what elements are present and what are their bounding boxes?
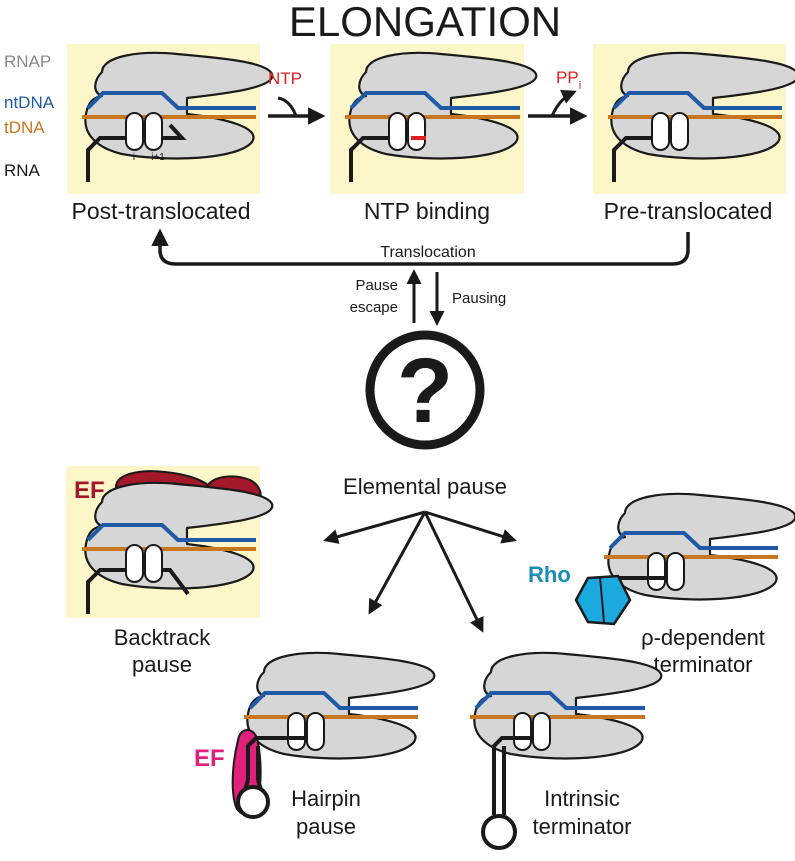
translocation-label: Translocation bbox=[380, 244, 475, 261]
pre-ntdna-strand bbox=[612, 91, 782, 110]
backtrack-rna-strand bbox=[86, 568, 190, 614]
diagram-title: ELONGATION bbox=[289, 0, 561, 45]
ntp-ntdna-strand bbox=[349, 91, 520, 110]
state-pre-translocated: Pre-translocated bbox=[604, 198, 773, 224]
translocation-loop bbox=[151, 228, 690, 266]
backtrack-label-2: pause bbox=[132, 652, 192, 677]
backtrack-ntdna-strand bbox=[86, 523, 256, 542]
state-ntp-binding: NTP binding bbox=[364, 198, 490, 224]
hairpin-ntdna-strand bbox=[248, 691, 418, 710]
site-i-label: i bbox=[133, 152, 135, 163]
backtrack-ef-label: EF bbox=[74, 477, 105, 504]
hairpin-label-2: pause bbox=[296, 814, 356, 839]
intrinsic-label-1: Intrinsic bbox=[544, 786, 620, 811]
pause-escape-label-1: Pause bbox=[355, 277, 398, 294]
post-translocated-complex: i i+1 bbox=[67, 44, 274, 194]
hairpin-ef-label: EF bbox=[194, 745, 225, 772]
rho-ntdna-strand bbox=[608, 531, 778, 550]
rho-label: Rho bbox=[528, 562, 571, 587]
ntp-entry-curve bbox=[277, 96, 298, 117]
ppi-label: PPi bbox=[556, 68, 581, 92]
ppi-exit-curve bbox=[550, 89, 577, 117]
post-ntdna-strand bbox=[86, 91, 256, 110]
pre-translocated-complex bbox=[593, 44, 795, 194]
hairpin-loop bbox=[236, 785, 270, 819]
pause-escape-label-2: escape bbox=[350, 299, 398, 316]
rho-terminator-complex bbox=[574, 492, 795, 626]
hairpin-pause-complex bbox=[231, 651, 436, 819]
rho-terminator-label-1: ρ-dependent bbox=[641, 625, 765, 650]
hairpin-label-1: Hairpin bbox=[291, 786, 361, 811]
legend-rnap: RNAP bbox=[4, 52, 51, 71]
intrinsic-rna-strand bbox=[492, 736, 530, 815]
outcome-arrows bbox=[323, 510, 517, 633]
elemental-pause-label: Elemental pause bbox=[343, 474, 507, 499]
intrinsic-ntdna-strand bbox=[474, 691, 645, 710]
ntp-binding-complex bbox=[330, 44, 538, 194]
ntp-label: NTP bbox=[268, 69, 302, 88]
ntp-rna-strand bbox=[349, 136, 398, 182]
intrinsic-hairpin-loop bbox=[481, 814, 517, 850]
site-i1-label: i+1 bbox=[151, 152, 165, 163]
intrinsic-terminator-complex bbox=[470, 651, 663, 850]
question-circle bbox=[365, 330, 485, 450]
backtrack-label-1: Backtrack bbox=[114, 625, 212, 650]
rho-terminator-label-2: terminator bbox=[653, 652, 752, 677]
intrinsic-label-2: terminator bbox=[532, 814, 631, 839]
state-post-translocated: Post-translocated bbox=[72, 198, 251, 224]
backtrack-pause-complex bbox=[66, 466, 274, 618]
pausing-label: Pausing bbox=[452, 290, 506, 307]
question-mark: ? bbox=[397, 340, 453, 442]
legend-rna: RNA bbox=[4, 161, 41, 180]
legend-tdna: tDNA bbox=[4, 118, 45, 137]
hairpin-rna-strand bbox=[243, 736, 306, 791]
post-rna-strand bbox=[86, 123, 187, 182]
legend-ntdna: ntDNA bbox=[4, 93, 55, 112]
